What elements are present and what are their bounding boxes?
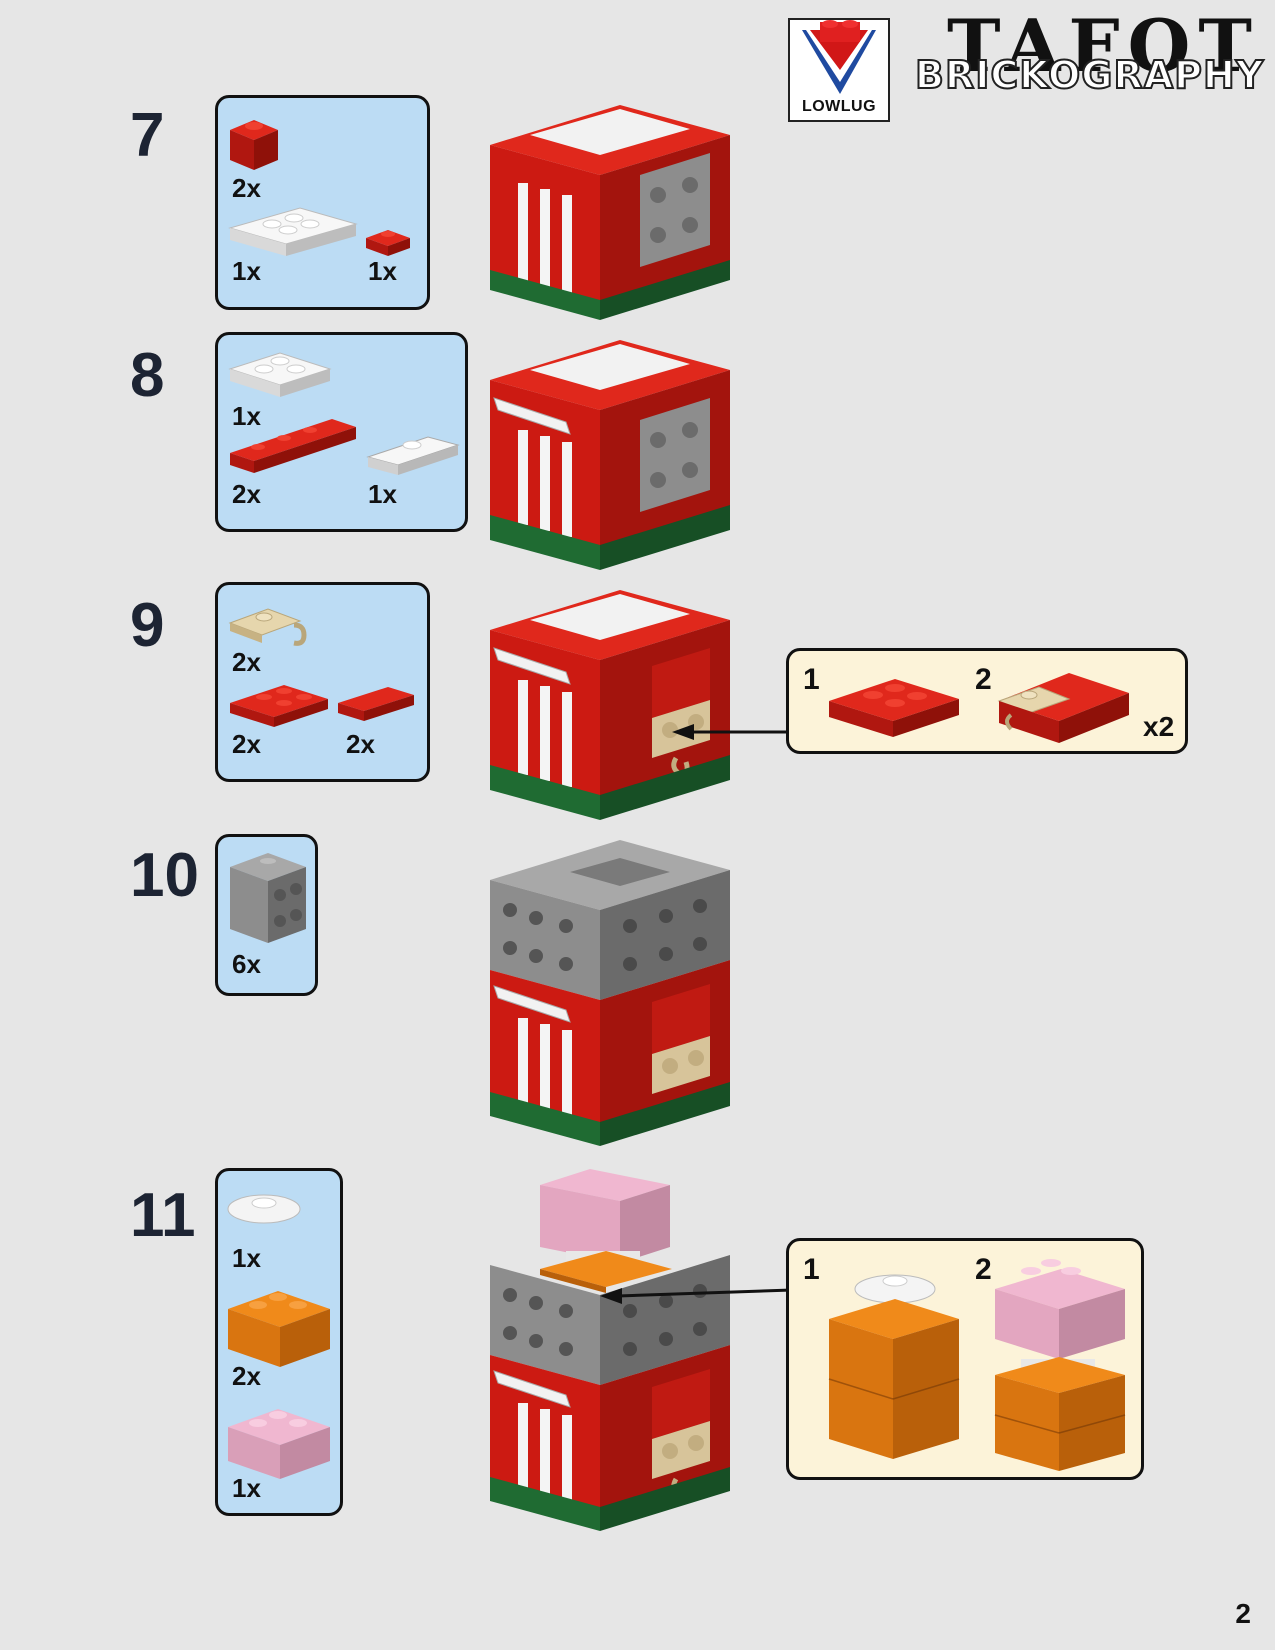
parts-list: 6x bbox=[215, 834, 318, 996]
model-step-11 bbox=[490, 1169, 730, 1531]
parts-icons bbox=[230, 853, 306, 943]
arrow-icon bbox=[672, 724, 792, 740]
model-step-8 bbox=[490, 340, 730, 570]
parts-icons bbox=[228, 608, 414, 727]
sub-assembly-icons bbox=[828, 1259, 1126, 1471]
part-quantity: 2x bbox=[232, 729, 261, 759]
sub-step-number: 1 bbox=[803, 663, 820, 696]
model-step-9 bbox=[490, 590, 730, 820]
parts-icons bbox=[228, 120, 410, 256]
parts-list: 2x 1x 1x bbox=[215, 95, 430, 310]
model-step-7 bbox=[490, 105, 730, 320]
step-number: 9 bbox=[130, 591, 165, 660]
arrow-icon bbox=[600, 1288, 792, 1304]
part-quantity: 1x bbox=[368, 479, 397, 509]
sub-assembly-callout: 1 2 bbox=[786, 1238, 1144, 1480]
parts-icons bbox=[228, 352, 460, 475]
parts-list: 1x 2x 1x bbox=[215, 332, 468, 532]
part-quantity: 2x bbox=[232, 1361, 261, 1391]
step-number: 10 bbox=[130, 841, 199, 910]
step-number: 8 bbox=[130, 341, 165, 410]
part-quantity: 1x bbox=[232, 1243, 261, 1273]
part-quantity: 2x bbox=[232, 647, 261, 677]
brand-title: TAFOT bbox=[947, 3, 1260, 88]
sub-step-number: 1 bbox=[803, 1253, 820, 1286]
sub-assembly-callout: 1 2 x2 bbox=[786, 648, 1188, 754]
part-quantity: 1x bbox=[368, 256, 397, 286]
parts-list: 1x 2x 1x bbox=[215, 1168, 343, 1516]
sub-step-number: 2 bbox=[975, 1253, 992, 1286]
lowlug-label: LOWLUG bbox=[801, 98, 877, 115]
sub-step-number: 2 bbox=[975, 663, 992, 696]
brand-subtitle: BRICKOGRAPHY bbox=[914, 53, 1265, 97]
step-number: 7 bbox=[130, 101, 165, 170]
model-step-10 bbox=[490, 840, 730, 1146]
page-number: 2 bbox=[1235, 1598, 1251, 1629]
part-quantity: 1x bbox=[232, 256, 261, 286]
step-number: 11 bbox=[130, 1181, 196, 1250]
part-quantity: 2x bbox=[346, 729, 375, 759]
part-quantity: 6x bbox=[232, 949, 261, 979]
brand-logo: TAFOT BRICKOGRAPHY bbox=[914, 10, 1265, 108]
part-quantity: 2x bbox=[232, 173, 261, 203]
parts-icons bbox=[227, 1194, 330, 1479]
sub-assembly-icons bbox=[829, 673, 1129, 743]
parts-list: 2x 2x 2x bbox=[215, 582, 430, 782]
part-quantity: 1x bbox=[232, 1473, 261, 1503]
part-quantity: 2x bbox=[232, 479, 261, 509]
lowlug-logo: LOWLUG bbox=[788, 18, 890, 122]
lowlug-brick-icon bbox=[802, 20, 876, 94]
sub-assembly-multiplier: x2 bbox=[1143, 711, 1175, 742]
part-quantity: 1x bbox=[232, 401, 261, 431]
